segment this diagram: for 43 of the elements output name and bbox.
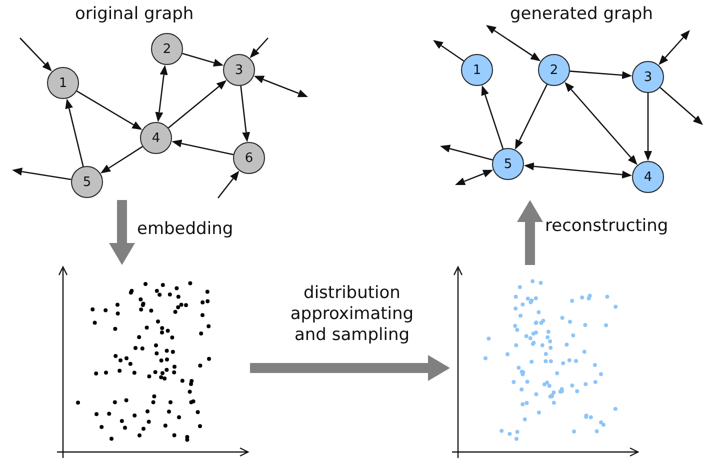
graph-node: 1 [47,67,79,99]
graph-title: generated graph [510,4,653,24]
arrow [481,85,504,149]
graph-node: 1 [461,54,493,86]
scatter-plot-drawing [450,265,640,460]
graph-node: 5 [71,166,103,198]
arrow [65,98,84,167]
graph-node: 4 [140,122,172,154]
arrow [455,170,494,186]
graph-title: original graph [75,4,194,24]
arrow [109,200,135,265]
arrow [644,93,652,161]
arrow [172,140,234,156]
arrow [250,355,450,381]
arrow [155,64,168,122]
arrow [660,87,704,125]
graph-node: 4 [632,161,664,193]
graph-node: 2 [538,54,570,86]
arrow [570,70,632,80]
graph-node: 2 [151,33,183,65]
arrow [524,162,632,179]
arrow [168,80,227,128]
graph-node: 3 [223,54,255,86]
arrow [12,168,72,180]
graph-node: 5 [492,148,524,180]
arrow [440,144,493,161]
scatter-plot-drawing [55,265,250,460]
arrow [217,170,240,198]
arrow [254,76,308,98]
arrow [658,30,690,66]
arrow [517,200,543,265]
arrow [76,90,142,130]
arrow [486,24,541,62]
arrow [240,86,250,142]
arrow [182,52,224,67]
arrow [433,40,464,62]
arrow [100,146,143,174]
arrow [250,38,268,58]
graph-node: 6 [233,142,265,174]
arrow [564,82,638,166]
arrow [20,38,52,72]
arrow [515,84,548,150]
graph-node: 3 [632,61,664,93]
